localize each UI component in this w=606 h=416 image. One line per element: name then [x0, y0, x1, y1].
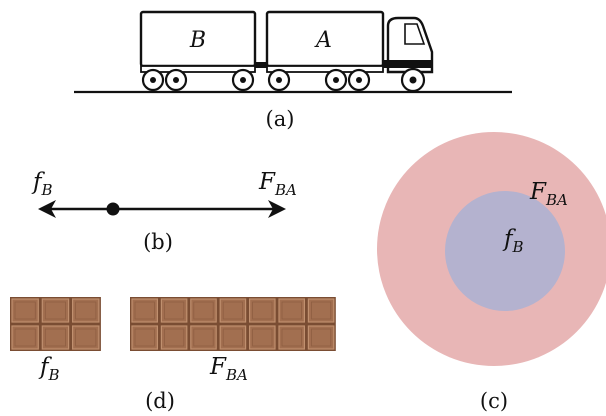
chocolate-square-inset [222, 301, 243, 320]
chocolate-square-inset [310, 328, 332, 347]
chocolate-square [71, 325, 100, 350]
chocolate-square [41, 298, 70, 323]
panel-d: fB FBA (d) [10, 297, 336, 413]
large-bar-label: FBA [209, 354, 248, 384]
chocolate-square [278, 325, 305, 350]
trailer-a [265, 10, 385, 73]
chocolate-square-inset [75, 328, 97, 347]
chocolate-square-inset [44, 328, 66, 347]
chocolate-square-inset [14, 301, 36, 320]
chocolate-bar-small [10, 297, 101, 351]
panel-b: fB FBA (b) [31, 169, 297, 254]
chocolate-square [190, 298, 217, 323]
caption-d: (d) [145, 389, 175, 413]
chocolate-square [249, 298, 276, 323]
chocolate-square [71, 298, 100, 323]
truck-cab [383, 16, 434, 74]
chocolate-square-inset [44, 301, 66, 320]
chocolate-square [307, 298, 335, 323]
panel-c: FBA fB (c) [377, 132, 606, 413]
trailer-a-label: A [314, 28, 332, 53]
caption-a: (a) [266, 107, 295, 131]
chocolate-square-inset [252, 328, 273, 347]
chocolate-square-inset [310, 301, 332, 320]
outer-disk-label: FBA [529, 179, 568, 209]
caption-b: (b) [143, 230, 173, 254]
chocolate-square-inset [163, 328, 185, 347]
inner-disk-label: fB [502, 226, 524, 256]
chocolate-square-inset [193, 328, 214, 347]
caption-c: (c) [480, 389, 508, 413]
panel-a: B A (a) [74, 10, 512, 131]
chocolate-square [307, 325, 335, 350]
body-point [106, 202, 120, 216]
chocolate-square [131, 325, 158, 350]
chocolate-square [278, 298, 305, 323]
chocolate-square-inset [252, 301, 273, 320]
chocolate-square [160, 325, 188, 350]
chocolate-square [160, 298, 188, 323]
chocolate-square [219, 298, 247, 323]
chocolate-square [131, 298, 158, 323]
chocolate-square [249, 325, 276, 350]
chocolate-square [219, 325, 247, 350]
force-label-fba: FBA [258, 169, 297, 199]
chocolate-bar-large [130, 297, 336, 351]
chocolate-square-inset [222, 328, 243, 347]
trailer-b-label: B [189, 28, 206, 53]
chocolate-square-inset [134, 328, 155, 347]
chocolate-square-inset [281, 301, 302, 320]
inner-disk [445, 191, 565, 311]
chocolate-square-inset [163, 301, 185, 320]
chocolate-square-inset [14, 328, 36, 347]
chocolate-square-inset [75, 301, 97, 320]
chocolate-square-inset [193, 301, 214, 320]
force-label-fb: fB [31, 169, 53, 199]
chocolate-square [190, 325, 217, 350]
coupler [255, 62, 267, 68]
arrowhead-left [38, 200, 56, 218]
chocolate-square [11, 325, 39, 350]
chocolate-square [41, 325, 70, 350]
chocolate-square [11, 298, 39, 323]
small-bar-label: fB [38, 354, 60, 384]
chocolate-square-inset [281, 328, 302, 347]
chocolate-square-inset [134, 301, 155, 320]
trailer-b [139, 10, 257, 73]
arrowhead-right [268, 200, 286, 218]
